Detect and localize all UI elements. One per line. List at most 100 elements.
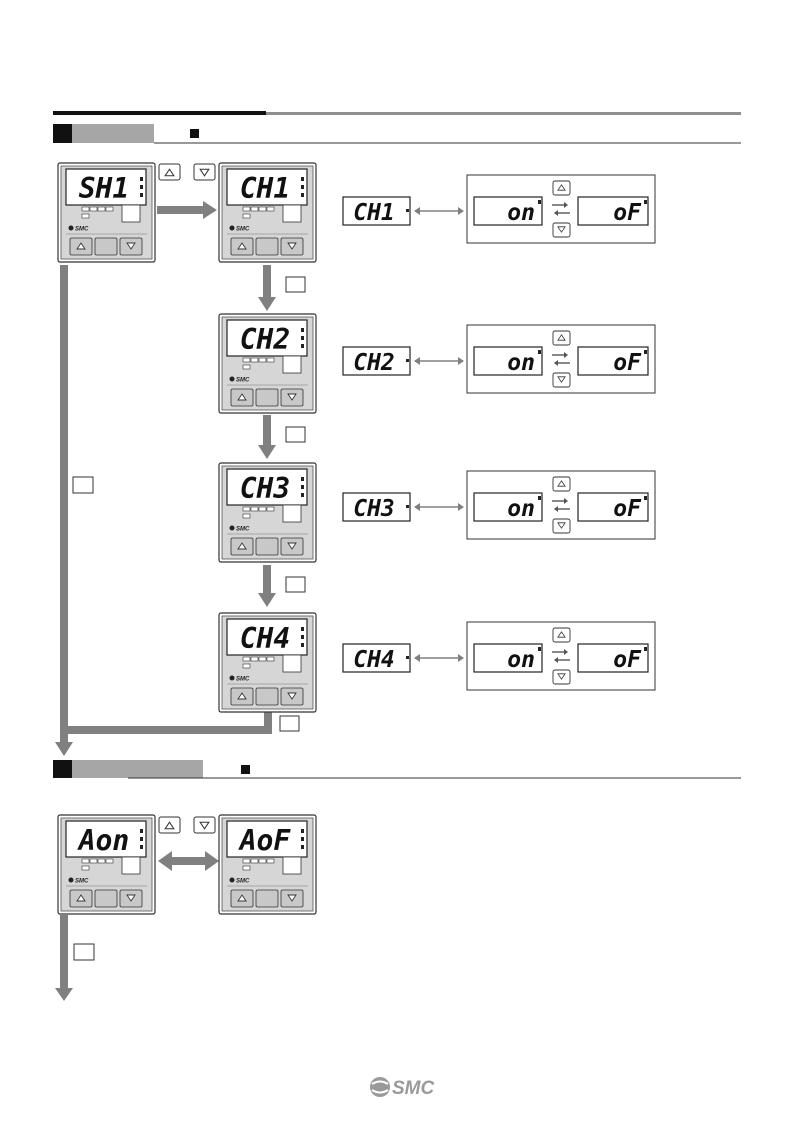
- indicator-light: [242, 357, 251, 363]
- indicator-light: [258, 506, 267, 512]
- channel-display-text: CH2: [353, 350, 395, 376]
- smc-logo-icon: [68, 225, 74, 231]
- indicator-light: [258, 357, 267, 363]
- indicator-light: [250, 858, 259, 864]
- logo-text: SMC: [392, 1078, 435, 1099]
- set-button-icon: [285, 426, 306, 443]
- indicator-light: [266, 858, 275, 864]
- channel-display: [342, 643, 411, 673]
- panel-logo-text: SMC: [236, 879, 250, 885]
- panel-set-button: [255, 537, 279, 556]
- panel-set-button: [255, 388, 279, 407]
- lcd-display: [65, 168, 147, 206]
- panel-set-button: [94, 237, 118, 256]
- indicator-light: [89, 206, 98, 212]
- set-button-icon: [279, 715, 300, 732]
- indicator-light: [266, 357, 275, 363]
- panel-logo-text: SMC: [236, 227, 250, 233]
- smc-logo-icon: [229, 877, 235, 883]
- indicator-light: [250, 506, 259, 512]
- display-text: CH3: [240, 472, 291, 505]
- indicator-light: [242, 506, 251, 512]
- panel-logo-text: SMC: [236, 527, 250, 533]
- unit-label-box: [121, 856, 141, 875]
- indicator-light: [89, 858, 98, 864]
- option-off-display: [577, 492, 649, 522]
- indicator-light: [266, 656, 275, 662]
- panel-logo-text: SMC: [236, 677, 250, 683]
- channel-display: [342, 346, 411, 376]
- display-text: CH4: [240, 622, 291, 655]
- indicator-light: [242, 513, 251, 519]
- unit-label-box: [282, 654, 302, 673]
- indicator-light: [81, 858, 90, 864]
- indicator-light: [258, 206, 267, 212]
- indicator-light: [81, 213, 90, 219]
- lcd-display: [65, 820, 147, 858]
- option-on-display: [473, 492, 543, 522]
- bullet-square-icon: [241, 765, 250, 774]
- option-off-text: oF: [613, 647, 642, 673]
- smc-logo-icon: [229, 675, 235, 681]
- smc-logo-icon: [68, 877, 74, 883]
- indicator-light: [266, 206, 275, 212]
- unit-label-box: [282, 204, 302, 223]
- option-on-display: [473, 196, 543, 226]
- indicator-light: [258, 858, 267, 864]
- smc-logo-icon: [229, 376, 235, 382]
- set-button-icon: [285, 576, 306, 593]
- indicator-light: [97, 206, 106, 212]
- lcd-display: [226, 820, 308, 858]
- indicator-light: [242, 858, 251, 864]
- display-text: AoF: [238, 824, 292, 857]
- section-header-channel: [53, 124, 741, 144]
- indicator-light: [242, 865, 251, 871]
- panel-logo-text: SMC: [75, 227, 89, 233]
- updown-keys-bottom: [158, 816, 216, 834]
- unit-label-box: [282, 856, 302, 875]
- display-text: SH1: [79, 172, 130, 205]
- bullet-square-icon: [190, 129, 199, 138]
- smc-logo-icon: [370, 1077, 390, 1097]
- set-key-markers: [72, 276, 306, 961]
- option-on-display: [473, 643, 543, 673]
- display-text: CH1: [240, 172, 291, 205]
- indicator-light: [242, 364, 251, 370]
- option-off-text: oF: [613, 200, 642, 226]
- lcd-display: [226, 319, 308, 357]
- smc-logo-icon: [229, 225, 235, 231]
- panel-set-button: [255, 889, 279, 908]
- option-on-text: on: [507, 496, 535, 522]
- option-off-display: [577, 346, 649, 376]
- option-on-display: [473, 346, 543, 376]
- unit-label-box: [282, 355, 302, 374]
- indicator-light: [250, 656, 259, 662]
- option-on-text: on: [507, 647, 535, 673]
- set-button-icon: [73, 943, 95, 961]
- header-rule: [53, 111, 741, 115]
- display-text: Aon: [77, 824, 130, 857]
- updown-keys-top: [158, 163, 216, 181]
- option-off-display: [577, 643, 649, 673]
- indicator-light: [250, 357, 259, 363]
- panel-logo-text: SMC: [75, 879, 89, 885]
- indicator-light: [242, 656, 251, 662]
- flow-lines: [55, 201, 276, 1001]
- unit-label-box: [282, 504, 302, 523]
- unit-label-box: [121, 204, 141, 223]
- indicator-light: [105, 858, 114, 864]
- smc-logo-icon: [229, 525, 235, 531]
- channel-display-text: CH1: [353, 200, 395, 226]
- indicator-light: [81, 865, 90, 871]
- option-off-text: oF: [613, 350, 642, 376]
- indicator-light: [105, 206, 114, 212]
- set-button-icon: [285, 276, 306, 293]
- panel-logo-text: SMC: [236, 378, 250, 384]
